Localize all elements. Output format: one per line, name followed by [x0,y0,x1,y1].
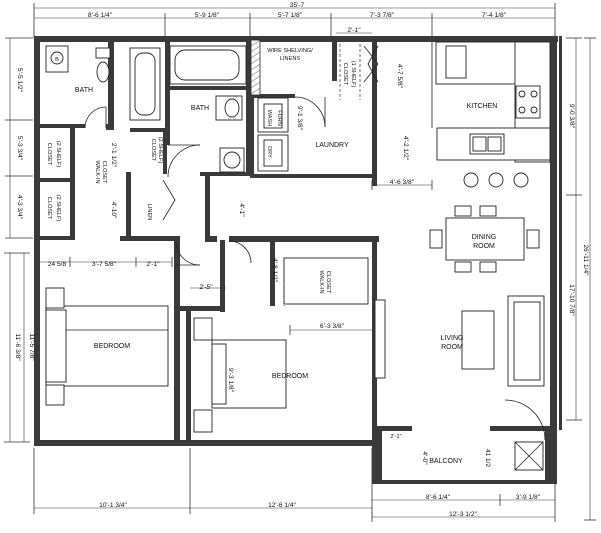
label-linen: LINEN [146,204,152,220]
label-closet-c-shelf: (2 SHELF) [157,137,163,164]
room-label-bath: BATH [75,87,93,94]
island-counter [436,127,551,161]
label-washer: WASH [266,110,272,127]
dim-left-e: 11'-6 3/8" [14,333,21,361]
dim-bottom-b: 12'-6 1/4" [268,502,296,509]
dim-laundry-w: 4'-6 3/8" [390,179,415,186]
dim-hall-v2: 4'-10" [110,202,117,219]
dim-right-a: 9'-0 3/8" [568,104,575,129]
door-swing [84,106,107,129]
label-walk-in-1: WALK-IN [94,160,100,183]
dim-balcony-v2: 41 1/2 [484,449,491,468]
room-label-kitchen: KITCHEN [467,103,498,110]
note-wire-shelving-2: LINENS [280,56,300,62]
dim-small-note: 2'-1" [390,434,401,440]
label-closet-2: CLOSET [325,271,331,294]
dim-laundry-v1: 9'-1 3/8" [296,106,303,131]
stool-icon [513,172,529,188]
label-closet-b-shelf: (2 SHELF) [55,195,61,222]
dim-laundry-v2: 4'-2 1/2" [402,136,409,161]
dim-top-small: 2'-1" [347,27,361,34]
fixtures: B [45,41,551,471]
room-labels: BATH BATH LAUNDRY KITCHEN DINING ROOM LI… [46,48,497,465]
dim-hall-d: 2'-5" [199,284,213,291]
label-closet-d: CLOSET [342,63,348,86]
dim-hall-b: 3'-7 5/8" [92,261,117,268]
room-label-dining-1: DINING [472,234,497,241]
label-walk-in-2: WALK-IN [318,270,324,293]
dim-closet-v1: 4'-7 5/8" [396,64,403,89]
door-swing [504,399,546,441]
room-label-laundry: LAUNDRY [315,142,349,149]
bifold-door [363,45,379,83]
room-label-bedroom-2: BEDROOM [272,373,308,380]
room-label-living-1: LIVING [441,335,464,342]
walls [34,36,562,484]
dim-left-a: 5'-5 1/2" [16,68,23,93]
door-swing [294,96,326,128]
dim-left-b: 5'-3 3/4" [16,136,23,161]
toilet-tank-icon [95,47,111,59]
dimension-lines [4,3,596,522]
coffee-table-icon [461,310,495,370]
dim-walkin2-w: 6'-3 3/8" [320,323,345,330]
dim-walkin2-v: 4'-8 1/2" [271,258,278,283]
dim-hall-v3: 4'-1" [238,203,245,217]
label-closet-b: CLOSET [46,197,52,220]
door-swing [228,240,252,264]
dim-left-c: 4'-3 3/4" [16,195,23,220]
dim-hall-a: 24 5/8 [48,261,67,268]
label-closet-d-shelf: (1 SHELF) [350,61,356,88]
dimension-labels: 35'-7 8'-6 1/4" 5'-9 1/8" 5'-7 1/8" 7'-3… [14,2,589,518]
svg-text:B: B [55,57,59,63]
dining-table-icon [445,217,525,261]
room-label-dining-2: ROOM [473,243,495,250]
dim-hall-c: 2'-1" [146,261,160,268]
dim-bed2-v: 9'-3 1/8" [227,368,234,393]
dim-bottom-d: 3'-9 1/8" [516,494,541,501]
toilet-icon [96,61,110,83]
dim-right-overall: 26'-11 1/4" [582,245,589,277]
dim-bottom-a: 10'-1 3/4" [99,502,127,509]
stove-icon [515,85,541,119]
bifold-door [162,179,176,221]
dim-top-c: 5'-7 1/8" [278,12,303,19]
dim-bottom-e: 12'-3 1/2" [449,511,477,518]
dim-left-d: 11'-5 7/8" [28,333,35,361]
toilet-icon-2 [224,98,240,118]
stool-icon [488,172,504,188]
label-closet-c: CLOSET [150,139,156,162]
dim-hall-v1: 2'-1 1/2" [110,143,117,168]
dim-top-a: 8'-6 1/4" [88,12,113,19]
room-label-living-2: ROOM [441,344,463,351]
dim-top-d: 7'-3 7/8" [370,12,395,19]
dim-top-e: 7'-4 1/8" [482,12,507,19]
label-closet-a: CLOSET [46,143,52,166]
room-label-balcony: BALCONY [429,458,463,465]
label-closet-1: CLOSET [101,161,107,184]
dim-balcony-v1: 4'-0" [421,451,428,465]
label-closet-a-shelf: (2 SHELF) [55,141,61,168]
dim-right-b: 17'-10 7/8" [568,284,575,316]
door-swing [167,144,201,178]
room-label-bedroom: BEDROOM [94,343,130,350]
dim-top-overall: 35'-7 [290,2,305,9]
refrigerator-icon [445,45,467,79]
room-label-bath-2: BATH [191,105,209,112]
wall-hatch [250,39,261,95]
dim-bottom-c: 8'-6 1/4" [426,494,451,501]
doors [84,42,546,441]
label-furnace: FURN [276,110,282,126]
dim-top-b: 5'-9 1/8" [195,12,220,19]
closet-outline [283,257,369,305]
stool-icon [463,172,479,188]
note-wire-shelving-1: WIRE SHELVING/ [267,48,313,54]
label-dryer: DRY [266,146,272,158]
tv-console-icon [374,299,386,379]
